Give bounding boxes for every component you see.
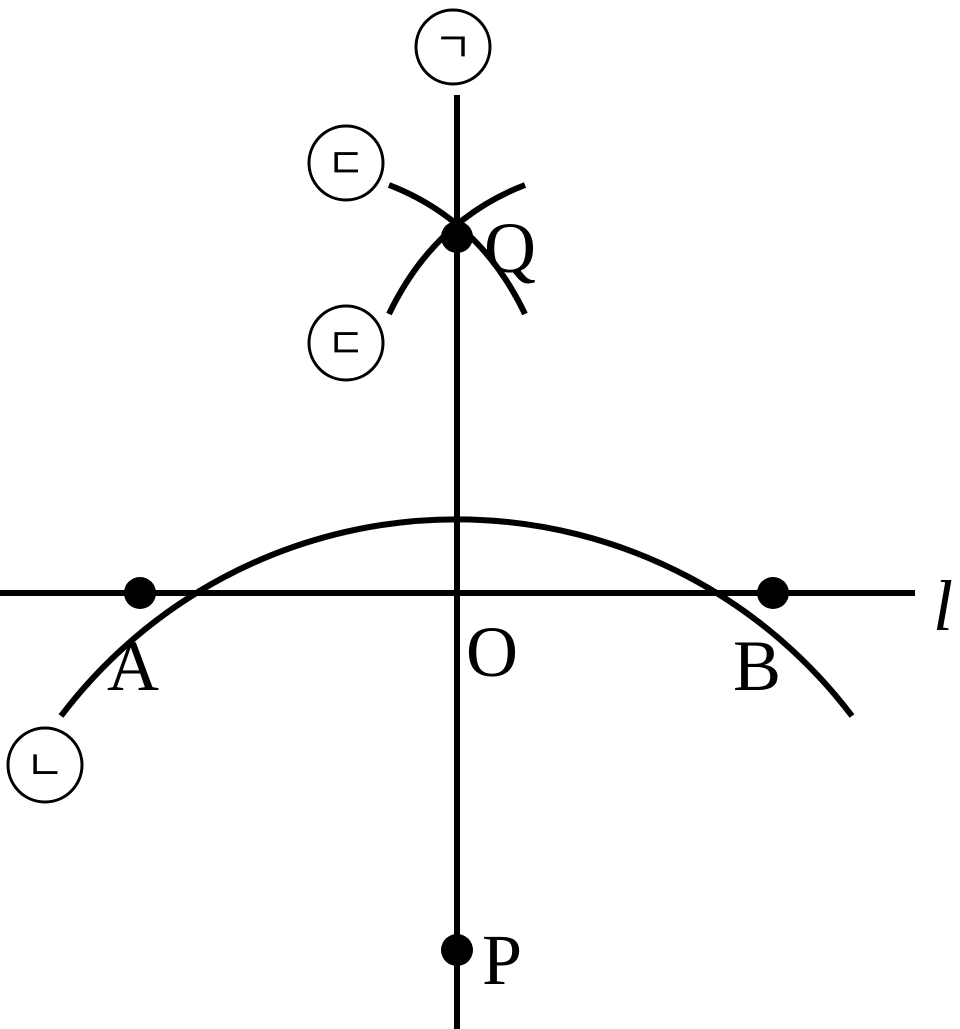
step-marker-2-text: ㄴ [26, 741, 65, 790]
step-marker-3-upper: ㄷ [307, 124, 385, 202]
point-q-dot [441, 221, 473, 253]
label-p: P [482, 920, 522, 1000]
point-p-dot [441, 934, 473, 966]
label-a: A [107, 626, 159, 706]
label-q: Q [484, 208, 536, 288]
step-marker-1-text: ㄱ [434, 23, 473, 72]
point-a-dot [124, 577, 156, 609]
label-b: B [733, 626, 781, 706]
step-marker-3-upper-text: ㄷ [327, 139, 366, 188]
label-line-l: l [933, 566, 953, 646]
step-marker-2: ㄴ [6, 726, 84, 804]
step-marker-3-lower: ㄷ [307, 304, 385, 382]
step-marker-1: ㄱ [414, 8, 492, 86]
arc-centered-p [58, 516, 855, 718]
label-o: O [466, 612, 518, 692]
step-marker-3-lower-text: ㄷ [327, 319, 366, 368]
point-b-dot [757, 577, 789, 609]
